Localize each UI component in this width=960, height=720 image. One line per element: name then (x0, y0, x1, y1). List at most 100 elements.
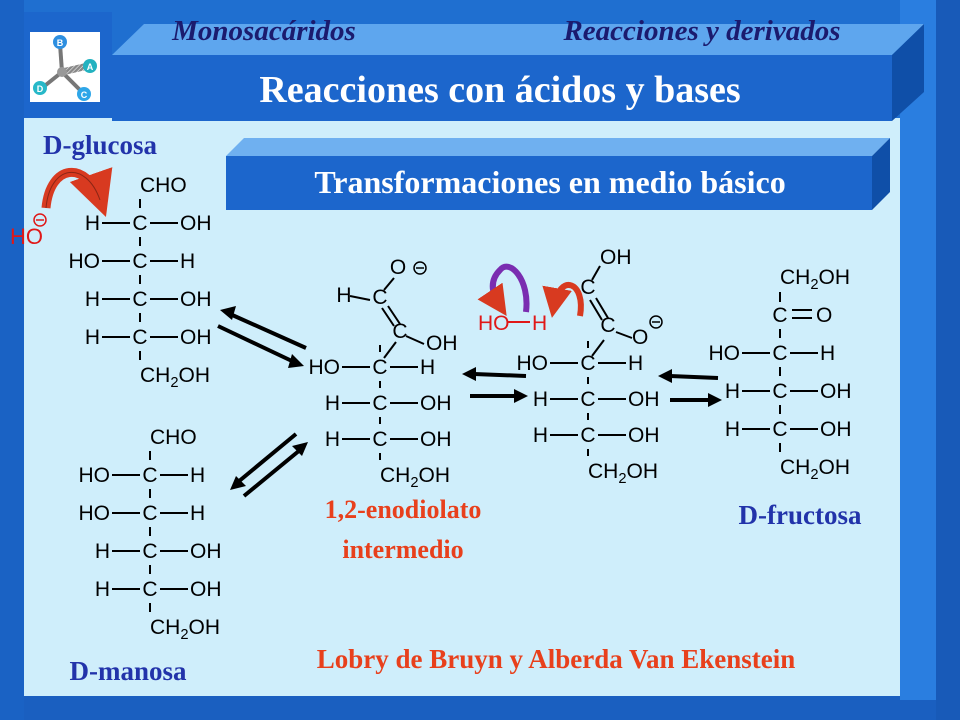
mannose-ch2oh: CH2OH (150, 616, 220, 643)
banner-text: Transformaciones en medio básico (314, 164, 785, 200)
enediolate-bond-oh2 (405, 335, 425, 345)
enediol2-right-3: OH (628, 424, 660, 447)
enediolate-o1: O (390, 256, 406, 279)
enediol2-left-2: H (533, 388, 548, 411)
enediolate-left-1: HO (309, 356, 341, 379)
curved-arrow-icon (41, 167, 113, 217)
mannose-c3: C (142, 540, 157, 563)
enediolate-double-1 (381, 307, 395, 327)
fructose-label: D-fructosa (739, 500, 862, 530)
enediolate-c2: C (392, 320, 407, 343)
glucose-c3: C (132, 288, 147, 311)
mannose-right-4: OH (190, 578, 222, 601)
enediolate-right-2: OH (420, 392, 452, 415)
equilibrium-mannose-enediolate (230, 432, 308, 498)
enediolate-c1: C (372, 356, 387, 379)
enediolate-label-line1: 1,2-enodiolato (325, 495, 482, 524)
enediol2-bond-o2 (615, 331, 633, 339)
glucose-c2: C (132, 250, 147, 273)
fructose-right-3: OH (820, 418, 852, 441)
enediol2-right-2: OH (628, 388, 660, 411)
enediolate-bond-c3 (383, 341, 397, 359)
banner: Transformaciones en medio básico (226, 138, 890, 210)
enediol2-left-1: HO (517, 352, 549, 375)
curved-arrow-icon (477, 263, 530, 316)
credit-label: Lobry de Bruyn y Alberda Van Ekenstein (317, 644, 796, 674)
logo-icon: B D C A (30, 32, 100, 102)
enediol2-bond-oh1 (591, 265, 601, 281)
enediolate-double-2 (387, 305, 401, 325)
mannose-c2: C (142, 502, 157, 525)
enediol2-bond-c3 (591, 339, 605, 357)
equilibrium-arrows (217, 306, 722, 498)
hydroxide-1-text: HO (10, 224, 43, 249)
page-title: Reacciones con ácidos y bases (259, 69, 740, 111)
equilibrium-enediol-fructose (658, 369, 722, 407)
fructose-c2: C (772, 380, 787, 403)
enediolate-right-3: OH (420, 428, 452, 451)
mannose-left-2: HO (79, 502, 111, 525)
enediol2-oh1: OH (600, 246, 632, 269)
mannose-label: D-manosa (69, 656, 187, 686)
fructose-left-3: H (725, 418, 740, 441)
enediolate-c1: C (372, 286, 387, 309)
glucose-left-3: H (85, 288, 100, 311)
enediolate-right-1: H (420, 356, 435, 379)
hydroxide-2-h: H (532, 312, 547, 335)
enediol2-c3: C (580, 424, 595, 447)
enediolate-c2: C (372, 392, 387, 415)
glucose-left-1: H (85, 212, 100, 235)
glucose-label: D-glucosa (43, 130, 157, 160)
enediol2-left-3: H (533, 424, 548, 447)
mannose-right-3: OH (190, 540, 222, 563)
enediol2-right-1: H (628, 352, 643, 375)
fructose-left-1: HO (709, 342, 741, 365)
subsection-title: Reacciones y derivados (562, 15, 840, 47)
mannose-c1: C (142, 464, 157, 487)
enediolate-h: H (336, 284, 351, 307)
enediol2-c1: C (580, 352, 595, 375)
svg-text:B: B (57, 38, 64, 48)
fructose-left-2: H (725, 380, 740, 403)
hydroxide-water (477, 263, 584, 318)
enediolate-bond-h (349, 295, 371, 301)
glucose-right-4: OH (180, 326, 212, 349)
enediol2-c2: C (580, 388, 595, 411)
curved-arrow-icon (542, 282, 584, 318)
mannose-c4: C (142, 578, 157, 601)
fructose-ch2oh: CH2OH (780, 456, 850, 483)
negative-charge-icon (413, 261, 427, 275)
mannose-cho: CHO (150, 426, 197, 449)
negative-charge-icon (33, 213, 47, 227)
glucose-c4: C (132, 326, 147, 349)
glucose-right-3: OH (180, 288, 212, 311)
fructose-right-1: H (820, 342, 835, 365)
glucose-c1: C (132, 212, 147, 235)
fructose-c1: C (772, 342, 787, 365)
enediol2-double-1 (589, 299, 603, 321)
svg-text:D: D (37, 84, 44, 94)
glucose-cho: CHO (140, 174, 187, 197)
glucose-left-2: HO (69, 250, 101, 273)
fructose-right-2: OH (820, 380, 852, 403)
svg-text:C: C (81, 90, 88, 100)
enediolate-label-line2: intermedio (342, 535, 463, 564)
mannose-right-1: H (190, 464, 205, 487)
enediol2-ch2oh: CH2OH (588, 460, 658, 487)
equilibrium-glucose-enediolate (217, 306, 307, 368)
enediol2-o2: O (632, 326, 648, 349)
section-title: Monosacáridos (171, 15, 356, 47)
enediolate-left-2: H (325, 392, 340, 415)
content-panel (24, 118, 900, 696)
negative-charge-icon (649, 315, 663, 329)
mannose-left-3: H (95, 540, 110, 563)
fructose-c3: C (772, 418, 787, 441)
enediol2-c1: C (580, 276, 595, 299)
hydroxide-2-o: HO (478, 312, 510, 335)
enediolate-c3: C (372, 428, 387, 451)
glucose-ch2oh: CH2OH (140, 364, 210, 391)
enediolate-left-3: H (325, 428, 340, 451)
